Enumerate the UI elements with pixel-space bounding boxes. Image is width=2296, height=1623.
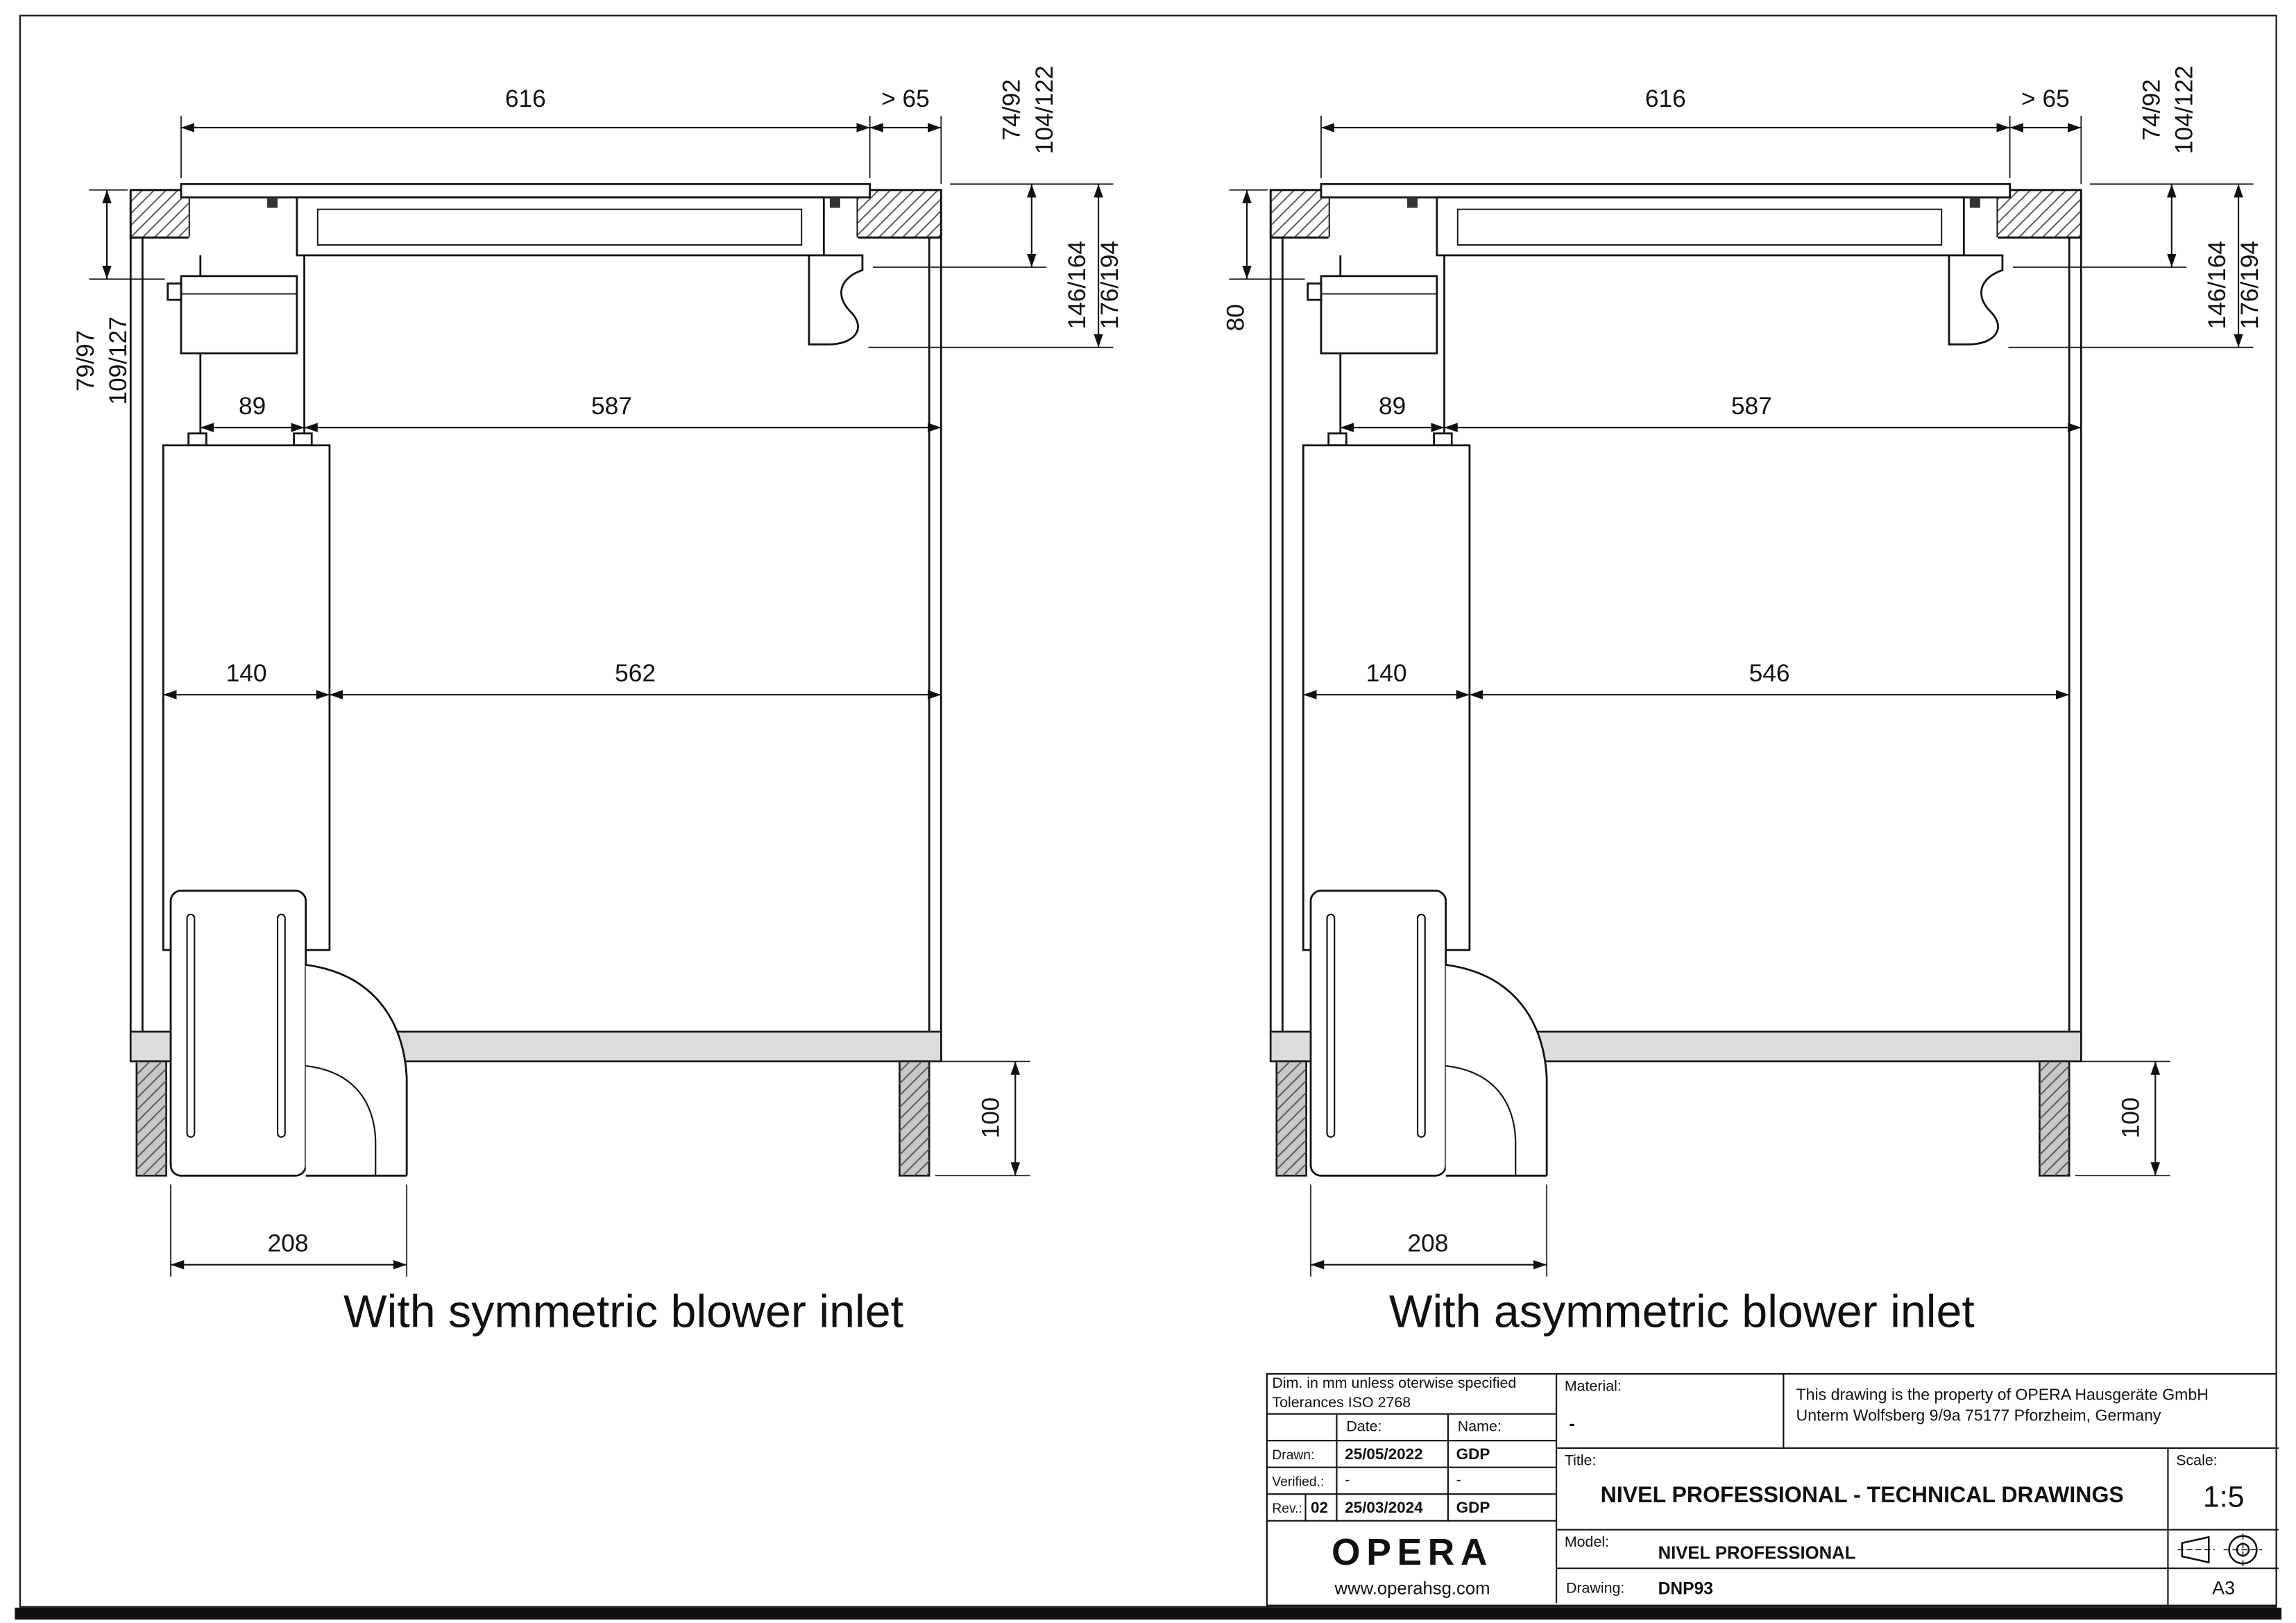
dim-label: 74/92 xyxy=(998,79,1026,140)
rev-date: 25/03/2024 xyxy=(1337,1495,1449,1522)
dim-label: 208 xyxy=(1408,1230,1449,1257)
verified-label: Verified.: xyxy=(1267,1468,1338,1495)
date-header: Date: xyxy=(1337,1414,1449,1442)
dim-label: 140 xyxy=(226,660,267,687)
model-value: NIVEL PROFESSIONAL xyxy=(1658,1542,1856,1563)
drawing-number-cell: Drawing: DNP93 xyxy=(1557,1569,2169,1608)
dim-label: 176/194 xyxy=(1096,241,1123,330)
scale-value: 1:5 xyxy=(2202,1481,2245,1515)
view-asymmetric-blower: 616 > 65 74/92 104/122 146/164 176/194 8… xyxy=(1223,66,2263,1277)
first-angle-projection-icon xyxy=(2177,1532,2263,1565)
title-label: Title: xyxy=(1564,1453,1597,1470)
dim-label: 562 xyxy=(615,660,656,687)
title-block: Dim. in mm unless oterwise specified Tol… xyxy=(1266,1373,2279,1608)
projection-symbol-cell xyxy=(2168,1531,2279,1570)
verified-name: - xyxy=(1448,1468,1556,1495)
tolerance-note: Dim. in mm unless oterwise specified Tol… xyxy=(1267,1375,1558,1415)
dim-label: 104/122 xyxy=(1031,66,1058,155)
scale-label: Scale: xyxy=(2176,1453,2218,1470)
dim-label: 546 xyxy=(1749,660,1790,687)
rev-label: Rev.: xyxy=(1267,1495,1307,1522)
dim-label: 100 xyxy=(978,1097,1005,1138)
dim-label: 587 xyxy=(591,393,632,420)
property-note: This drawing is the property of OPERA Ha… xyxy=(1784,1375,2279,1449)
title-cell: Title: NIVEL PROFESSIONAL - TECHNICAL DR… xyxy=(1557,1448,2169,1531)
caption-symmetric: With symmetric blower inlet xyxy=(343,1285,904,1338)
dim-label: 79/97 xyxy=(72,330,99,391)
tolerance-note-line: Dim. in mm unless oterwise specified xyxy=(1272,1376,1517,1393)
dim-label: 100 xyxy=(2118,1097,2145,1138)
drawing-number-label: Drawing: xyxy=(1565,1581,1625,1597)
dim-label: 74/92 xyxy=(2138,79,2166,140)
verified-date: - xyxy=(1337,1468,1449,1495)
dim-label: > 65 xyxy=(2021,85,2070,112)
dimensions-symmetric: 616 > 65 74/92 104/122 146/164 176/194 7… xyxy=(72,66,1123,1277)
drawn-name: GDP xyxy=(1448,1441,1556,1468)
dim-label: 176/194 xyxy=(2236,241,2263,330)
dim-label: 104/122 xyxy=(2171,66,2198,155)
dim-label: 109/127 xyxy=(105,316,132,405)
dim-label: 208 xyxy=(268,1230,309,1257)
property-note-line: This drawing is the property of OPERA Ha… xyxy=(1796,1386,2209,1404)
title-block-left: Dim. in mm unless oterwise specified Tol… xyxy=(1267,1374,1558,1604)
dim-label: 89 xyxy=(239,393,266,420)
model-label: Model: xyxy=(1564,1535,1610,1552)
material-value: - xyxy=(1569,1413,1575,1434)
model-cell: Model: NIVEL PROFESSIONAL xyxy=(1557,1530,2169,1570)
drawn-label: Drawn: xyxy=(1267,1441,1338,1468)
dim-label: > 65 xyxy=(881,85,930,112)
opera-logo: OPERA xyxy=(1332,1531,1494,1574)
revision-table-corner xyxy=(1267,1414,1338,1442)
drawing-title: NIVEL PROFESSIONAL - TECHNICAL DRAWINGS xyxy=(1600,1483,2124,1509)
tolerance-note-line: Tolerances ISO 2768 xyxy=(1272,1394,1411,1411)
dim-label: 146/164 xyxy=(1064,241,1091,330)
rev-number: 02 xyxy=(1306,1495,1338,1522)
caption-asymmetric: With asymmetric blower inlet xyxy=(1388,1285,1975,1338)
dim-label: 616 xyxy=(1645,85,1686,112)
company-logo-cell: OPERA www.operahsg.com xyxy=(1268,1522,1557,1604)
dimensions-asymmetric: 616 > 65 74/92 104/122 146/164 176/194 8… xyxy=(1223,66,2263,1277)
scale-cell: Scale: 1:5 xyxy=(2168,1449,2279,1531)
dim-label: 80 xyxy=(1223,304,1250,331)
drawn-date: 25/05/2022 xyxy=(1337,1441,1449,1468)
sheet-frame xyxy=(19,15,2277,1608)
dim-label: 140 xyxy=(1366,660,1407,687)
name-header: Name: xyxy=(1448,1415,1556,1442)
dim-label: 587 xyxy=(1731,393,1772,420)
drawing-number-value: DNP93 xyxy=(1658,1581,1713,1599)
sheet-bottom-bar xyxy=(15,1607,2282,1620)
technical-drawings: 616 > 65 74/92 104/122 146/164 176/194 7… xyxy=(72,66,2263,1277)
sheet-size: A3 xyxy=(2212,1578,2236,1599)
view-symmetric-blower: 616 > 65 74/92 104/122 146/164 176/194 7… xyxy=(72,66,1123,1277)
dim-label: 146/164 xyxy=(2204,241,2231,330)
property-note-line: Unterm Wolfsberg 9/9a 75177 Pforzheim, G… xyxy=(1796,1406,2161,1425)
dim-label: 616 xyxy=(505,85,546,112)
rev-name: GDP xyxy=(1448,1495,1556,1522)
material-cell: Material: - xyxy=(1557,1374,1785,1449)
material-label: Material: xyxy=(1564,1379,1622,1395)
company-website: www.operahsg.com xyxy=(1334,1578,1490,1599)
dim-label: 89 xyxy=(1379,393,1406,420)
